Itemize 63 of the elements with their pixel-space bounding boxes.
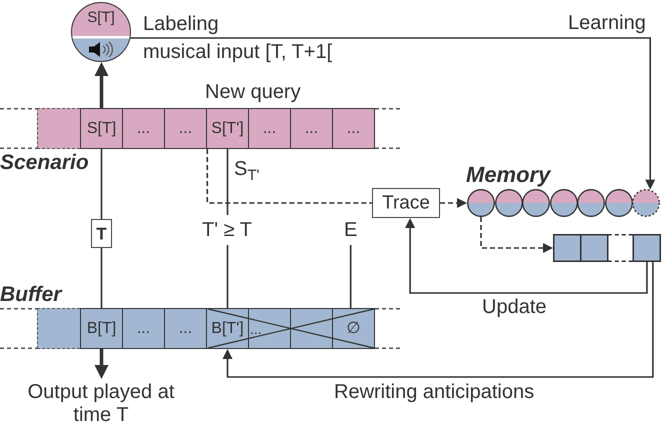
dashed-arrow bbox=[440, 198, 467, 208]
buffer-cell bbox=[80, 308, 123, 349]
dashed-line bbox=[206, 149, 372, 204]
thick-arrow bbox=[94, 62, 108, 108]
buffer-cell bbox=[248, 308, 291, 349]
scenario-cell bbox=[164, 108, 207, 149]
edge-label: Learning bbox=[568, 12, 646, 35]
cell-label: ... bbox=[262, 120, 276, 136]
section-title: Memory bbox=[466, 162, 550, 187]
variable-label: E bbox=[344, 219, 358, 242]
box-label: Trace bbox=[382, 194, 430, 212]
output-caption: Output played at time T bbox=[18, 381, 184, 427]
trace-box bbox=[372, 188, 440, 218]
scenario-cell bbox=[206, 108, 249, 149]
cell-label: B[T'] bbox=[211, 320, 244, 336]
scenario-cell bbox=[290, 108, 333, 149]
arrow bbox=[222, 262, 654, 378]
node-caption: musical input [T, T+1[ bbox=[143, 41, 332, 64]
node-caption: Labeling bbox=[143, 13, 219, 36]
memory-circle bbox=[494, 189, 522, 217]
memory-circle bbox=[604, 189, 632, 217]
mini-buffer-strip bbox=[553, 234, 661, 262]
cell-label: ... bbox=[178, 120, 192, 136]
annotation-text: New query bbox=[205, 81, 301, 104]
arrow bbox=[130, 37, 656, 190]
connector-line bbox=[100, 149, 102, 219]
dashed-arrow bbox=[480, 217, 553, 253]
connector-line bbox=[100, 248, 102, 308]
cell-label: ... bbox=[304, 120, 318, 136]
time-box bbox=[91, 219, 112, 248]
thick-arrow bbox=[94, 349, 108, 379]
connector-line bbox=[350, 245, 352, 308]
buffer-cell bbox=[332, 308, 375, 349]
box-label: T bbox=[96, 225, 107, 242]
cell-label: ... bbox=[346, 120, 360, 136]
scenario-cell bbox=[80, 108, 123, 149]
buffer-cell bbox=[290, 308, 333, 349]
memory-circle bbox=[522, 189, 550, 217]
circle-label: S[T] bbox=[87, 9, 115, 26]
cell-label: ... bbox=[136, 320, 150, 336]
scenario-cell bbox=[332, 108, 375, 149]
memory-circle bbox=[632, 189, 660, 217]
cell-label: B[T] bbox=[86, 320, 116, 336]
edge-label: Update bbox=[482, 296, 546, 319]
scenario-cell bbox=[248, 108, 291, 149]
buffer-cell bbox=[164, 308, 207, 349]
strip-title: Scenario bbox=[0, 151, 89, 175]
connector-line bbox=[226, 148, 228, 309]
memory-circle bbox=[577, 189, 605, 217]
cell-label: ... bbox=[250, 322, 262, 334]
cell-label: ... bbox=[136, 120, 150, 136]
cell-label: S[T] bbox=[86, 120, 116, 136]
memory-circle bbox=[550, 189, 578, 217]
cell-label: ... bbox=[178, 320, 192, 336]
strip-title: Buffer bbox=[0, 283, 62, 307]
cell-label: ∅ bbox=[346, 320, 360, 336]
buffer-cell bbox=[206, 308, 249, 349]
buffer-cell bbox=[122, 308, 165, 349]
cell-label: S[T'] bbox=[211, 120, 244, 136]
arrow bbox=[405, 218, 648, 294]
scenario-cell bbox=[122, 108, 165, 149]
memory-circle bbox=[467, 189, 495, 217]
edge-label: Rewriting anticipations bbox=[334, 381, 534, 404]
